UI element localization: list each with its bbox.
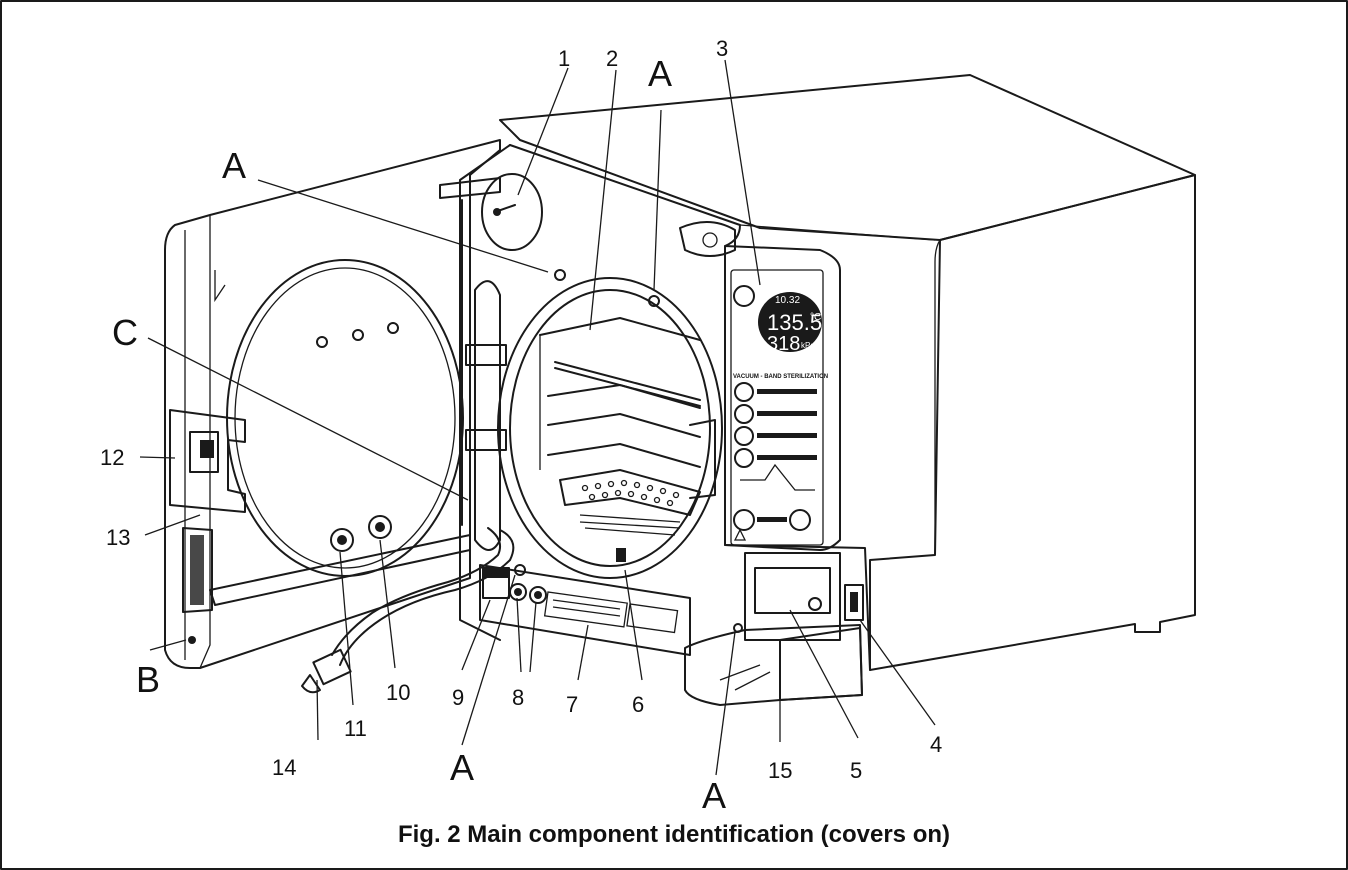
rating-plate-2 <box>626 603 679 634</box>
callout-9: 9 <box>452 685 464 710</box>
program-button-2[interactable] <box>734 404 754 424</box>
callout-5: 5 <box>850 758 862 783</box>
drain-hose <box>301 527 515 694</box>
callout-6: 6 <box>632 692 644 717</box>
program-button-3[interactable] <box>734 426 754 446</box>
door-latch-receiver <box>689 419 716 499</box>
display-time: 10.32 <box>775 295 800 306</box>
water-reservoir <box>684 552 864 706</box>
display-temperature: 135.5 <box>767 310 822 335</box>
door-assembly <box>164 139 507 669</box>
top-hopper <box>679 221 736 257</box>
stop-button[interactable] <box>789 509 811 531</box>
program-button-1[interactable] <box>734 382 754 402</box>
lcd-display <box>758 292 822 352</box>
door-handle[interactable] <box>169 409 246 513</box>
callout-7: 7 <box>566 692 578 717</box>
rating-plate <box>543 591 628 628</box>
figure-caption: Fig. 2 Main component identification (co… <box>398 821 950 848</box>
callout-2: 2 <box>606 46 618 71</box>
callout-13: 13 <box>106 525 130 550</box>
panel-buttons <box>733 382 817 541</box>
callout-c: C <box>112 312 138 353</box>
callout-a-bottom: A <box>450 747 474 788</box>
callout-15: 15 <box>768 758 792 783</box>
callout-4: 4 <box>930 732 942 757</box>
callout-a-top: A <box>648 53 672 94</box>
callout-14: 14 <box>272 755 296 780</box>
callout-a-right: A <box>702 775 726 816</box>
sterilization-trays <box>539 317 701 536</box>
callout-12: 12 <box>100 445 124 470</box>
display-pressure-unit: kPa <box>801 341 815 350</box>
hose-connector <box>301 674 321 694</box>
chamber <box>497 269 723 579</box>
callout-a-left: A <box>222 145 246 186</box>
mode-banner: VACUUM - BAND STERILIZATION <box>733 374 828 380</box>
callout-11: 11 <box>344 716 367 741</box>
drain-fitting-2[interactable] <box>529 586 547 604</box>
callout-b: B <box>136 659 160 700</box>
callout-8: 8 <box>512 685 524 710</box>
pressure-gauge <box>481 173 543 251</box>
door-hinge <box>474 280 501 551</box>
chamber-sensor <box>616 548 626 562</box>
cover-screw-3 <box>514 564 526 576</box>
filter-cartridge <box>754 567 831 614</box>
safety-valve-left <box>330 528 354 552</box>
callout-1: 1 <box>558 46 570 71</box>
front-connectors <box>482 567 547 604</box>
display-temp-unit: °C <box>810 312 821 323</box>
control-panel: 10.32 135.5 °C 318 kPa VACUUM - BAND STE… <box>724 224 936 551</box>
tank-cover[interactable] <box>684 624 863 706</box>
callout-3: 3 <box>716 36 728 61</box>
callout-10: 10 <box>386 680 410 705</box>
callout-leaders <box>139 59 936 776</box>
callout-labels: 1 2 A 3 A C 12 13 B 14 11 10 9 A 8 7 6 A… <box>100 36 942 816</box>
tank-compartment <box>744 552 841 641</box>
start-button[interactable] <box>733 509 755 531</box>
cover-screw-2 <box>648 295 660 307</box>
door-microswitch <box>182 527 213 613</box>
cover-screw <box>554 269 566 281</box>
safety-valve-right <box>368 515 392 539</box>
tray-holes <box>581 479 680 507</box>
program-button-4[interactable] <box>734 448 754 468</box>
filling-valve[interactable] <box>844 584 864 621</box>
display-pressure: 318 <box>767 333 800 355</box>
power-led <box>733 285 755 307</box>
